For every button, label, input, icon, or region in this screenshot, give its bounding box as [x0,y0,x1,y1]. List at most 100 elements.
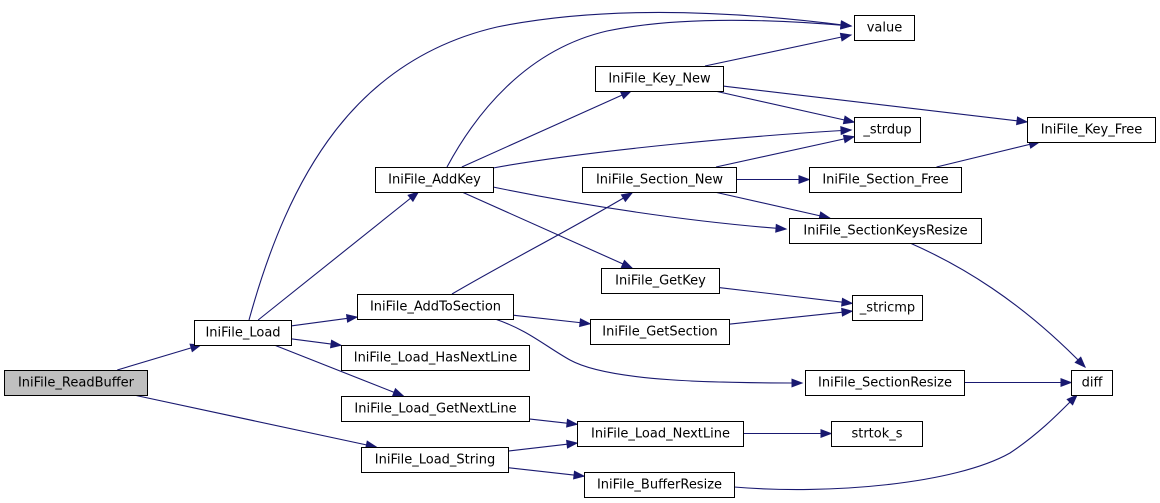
edge-arrowhead [840,126,853,136]
node-label: IniFile_SectionKeysResize [803,224,967,239]
node-sectionkeysresize[interactable]: IniFile_SectionKeysResize [789,218,982,244]
node-box [375,167,494,193]
node-addtosection[interactable]: IniFile_AddToSection [357,294,514,320]
node-diff[interactable]: diff [1071,370,1113,396]
edge-arrowhead [407,191,420,203]
node-bufferresize[interactable]: IniFile_BufferResize [584,472,735,498]
edge-arrowhead [1060,377,1073,388]
edge-line [273,344,404,397]
node-label: value [867,21,903,36]
edge-loadstring-to-nextline [507,439,579,452]
edge-sectionnew-to-strdup [715,134,856,168]
node-box [1071,370,1113,396]
edge-line [117,344,201,371]
edge-line [718,286,853,304]
node-box [805,370,965,396]
edge-line [507,467,585,477]
node-label: IniFile_GetSection [602,325,717,340]
edge-addkey-to-strdup [492,126,853,169]
node-getsection[interactable]: IniFile_GetSection [590,319,730,345]
node-load[interactable]: IniFile_Load [194,320,292,346]
node-box [341,396,530,422]
edge-line [909,242,1086,368]
edge-addkey-to-keynew [461,90,633,168]
node-stricmp[interactable]: _stricmp [852,295,923,321]
node-box [4,370,148,396]
edge-sectionnew-to-sectionfree [736,174,811,185]
node-label: IniFile_AddKey [388,173,481,188]
node-label: IniFile_BufferResize [597,478,722,493]
edge-arrowhead [566,439,579,449]
edge-line [512,314,591,325]
node-box [595,66,724,92]
edge-line [728,310,853,325]
node-label: IniFile_Load_GetNextLine [354,402,516,417]
node-addkey[interactable]: IniFile_AddKey [375,167,494,193]
edge-arrowhead [345,313,359,323]
edge-line [492,186,787,230]
node-box [341,345,530,371]
edge-line [722,85,1028,123]
node-nextline[interactable]: IniFile_Load_NextLine [577,421,744,447]
edge-arrowhead [841,297,854,307]
edge-sectionkeysresize-to-diff [909,242,1086,369]
node-strtok[interactable]: strtok_s [831,421,923,447]
edge-keynew-to-value [704,32,853,67]
node-value[interactable]: value [854,15,915,41]
node-sectionfree[interactable]: IniFile_Section_Free [809,167,962,193]
edge-line [936,141,1040,168]
edge-line [451,192,633,295]
edge-line [461,191,633,269]
node-getkey[interactable]: IniFile_GetKey [601,268,720,294]
node-sectionresize[interactable]: IniFile_SectionResize [805,370,965,396]
edge-arrowhead [620,259,634,269]
node-label: IniFile_ReadBuffer [18,376,135,391]
edge-arrowhead [391,387,405,397]
node-keyfree[interactable]: IniFile_Key_Free [1027,117,1156,143]
node-box [854,15,915,41]
node-readbuffer[interactable]: IniFile_ReadBuffer [4,370,148,396]
node-box [194,320,292,346]
edge-line [461,90,632,168]
node-loadstring[interactable]: IniFile_Load_String [361,447,509,473]
edge-line [714,90,855,123]
edge-addtosection-to-sectionnew [451,192,634,295]
node-getnextline[interactable]: IniFile_Load_GetNextLine [341,396,530,422]
edge-sectionfree-to-keyfree [936,140,1041,168]
node-label: IniFile_Load_String [375,453,495,468]
edge-bufferresize-to-diff [733,394,1078,491]
node-layer: IniFile_ReadBuffer IniFile_Load IniFile_Ad… [4,15,1156,498]
edge-keynew-to-strdup [714,90,856,125]
edge-addtosection-to-sectionresize [494,318,804,388]
edge-arrowhead [579,318,592,328]
node-sectionnew[interactable]: IniFile_Section_New [582,167,737,193]
node-box [854,117,921,143]
node-label: IniFile_Load_NextLine [591,427,730,442]
edge-getkey-to-stricmp [718,286,854,307]
node-hasnextline[interactable]: IniFile_Load_HasNextLine [341,345,530,371]
node-label: diff [1082,376,1104,391]
edge-line [507,442,578,452]
edge-getsection-to-stricmp [728,307,854,325]
node-box [852,295,923,321]
edge-line [290,316,358,327]
node-label: IniFile_AddToSection [370,300,501,315]
node-keynew[interactable]: IniFile_Key_New [595,66,724,92]
node-box [582,167,737,193]
node-box [590,319,730,345]
edge-sectionnew-to-sectionkeysresize [714,191,831,221]
node-label: IniFile_GetKey [615,274,706,289]
edge-addkey-to-sectionkeysresize [492,186,788,233]
node-box [577,421,744,447]
edge-arrowhead [791,378,804,388]
edge-arrowhead [566,418,579,428]
edge-line [715,136,855,168]
edge-arrowhead [1066,394,1078,406]
node-strdup[interactable]: _strdup [854,117,921,143]
node-box [809,167,962,193]
edge-addkey-to-value [446,19,853,168]
node-box [831,421,923,447]
edge-arrowhead [330,339,343,349]
edge-readbuffer-to-load [117,343,203,371]
edge-line [704,34,852,67]
